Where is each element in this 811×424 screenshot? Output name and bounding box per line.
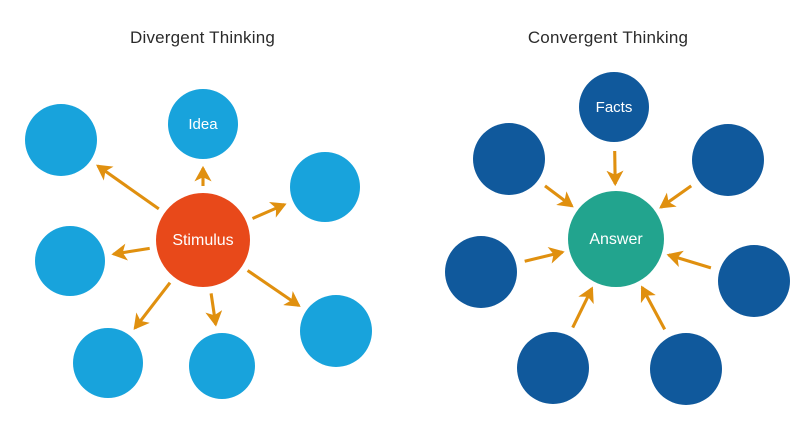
node-satellite-convergent-6[interactable] xyxy=(692,124,764,196)
center-label: Answer xyxy=(589,231,643,248)
center-label: Stimulus xyxy=(172,232,233,249)
node-satellite-convergent-5[interactable] xyxy=(718,245,790,317)
panel-convergent-thinking: Convergent Thinking xyxy=(405,0,811,424)
satellite-circle[interactable] xyxy=(25,104,97,176)
node-satellite-convergent-4[interactable] xyxy=(650,333,722,405)
center-circle[interactable] xyxy=(156,193,250,287)
node-satellite-divergent-4[interactable] xyxy=(189,333,255,399)
arrow-group-convergent xyxy=(524,150,712,331)
flow-arrow xyxy=(640,285,667,331)
node-satellite-convergent-1[interactable] xyxy=(473,123,545,195)
satellite-label: Idea xyxy=(188,116,218,133)
node-satellite-convergent-2[interactable] xyxy=(445,236,517,308)
satellite-circle[interactable] xyxy=(650,333,722,405)
satellite-label: Facts xyxy=(596,99,633,116)
flow-arrow xyxy=(606,150,624,187)
flow-arrow xyxy=(205,293,223,327)
satellite-circle[interactable] xyxy=(579,72,649,142)
flow-arrow xyxy=(251,202,287,220)
satellite-circle[interactable] xyxy=(168,89,238,159)
node-satellite-divergent-2[interactable] xyxy=(35,226,105,296)
node-satellite-divergent-3[interactable] xyxy=(73,328,143,398)
node-stimulus[interactable]: Stimulus xyxy=(156,193,250,287)
panel-title-divergent: Divergent Thinking xyxy=(129,28,276,47)
satellite-circle[interactable] xyxy=(300,295,372,367)
panel-divergent-thinking: Divergent Thinking xyxy=(0,0,405,424)
satellite-circle[interactable] xyxy=(73,328,143,398)
node-satellite-divergent-5[interactable] xyxy=(300,295,372,367)
satellite-circle[interactable] xyxy=(290,152,360,222)
node-satellite-divergent-6[interactable] xyxy=(290,152,360,222)
flow-arrow xyxy=(524,246,565,264)
satellite-circle[interactable] xyxy=(692,124,764,196)
node-satellite-divergent-1[interactable] xyxy=(25,104,97,176)
node-answer[interactable]: Answer xyxy=(568,191,664,287)
flow-arrow xyxy=(571,286,594,329)
flow-arrow xyxy=(96,164,160,211)
flow-arrow xyxy=(659,184,693,209)
satellite-circle[interactable] xyxy=(189,333,255,399)
flow-arrow xyxy=(544,184,574,208)
satellite-circle[interactable] xyxy=(35,226,105,296)
satellite-circle[interactable] xyxy=(445,236,517,308)
flow-arrow xyxy=(246,269,301,307)
flow-arrow xyxy=(133,281,172,330)
satellite-circle[interactable] xyxy=(473,123,545,195)
node-idea[interactable]: Idea xyxy=(168,89,238,159)
center-circle[interactable] xyxy=(568,191,664,287)
panel-title-convergent: Convergent Thinking xyxy=(527,28,689,47)
node-satellite-convergent-3[interactable] xyxy=(517,332,589,404)
node-facts[interactable]: Facts xyxy=(579,72,649,142)
satellite-circle[interactable] xyxy=(517,332,589,404)
satellite-circle[interactable] xyxy=(718,245,790,317)
arrow-group-divergent xyxy=(96,164,301,330)
flow-arrow xyxy=(666,250,712,270)
flow-arrow xyxy=(111,243,150,261)
